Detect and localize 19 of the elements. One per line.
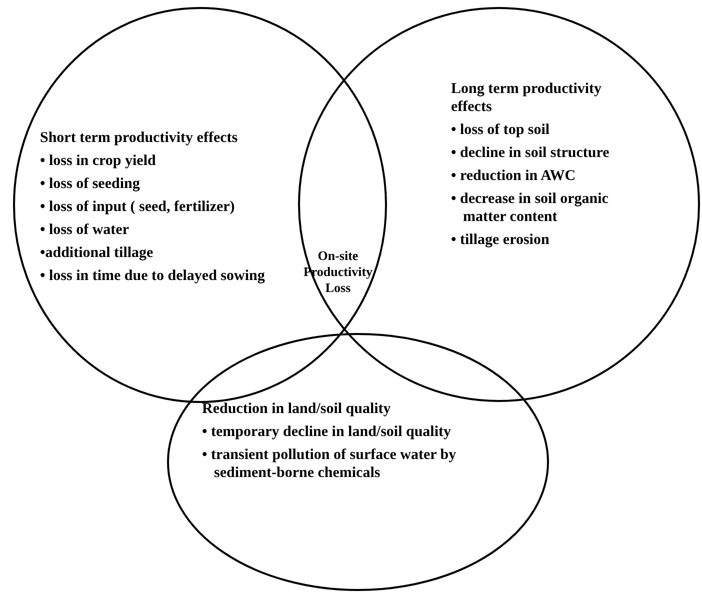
bullet-item: • loss in crop yield — [40, 152, 157, 170]
venn-circle — [298, 7, 700, 402]
bullet-item: • temporary decline in land/soil quality — [202, 423, 452, 441]
circle-heading: Reduction in land/soil quality — [202, 400, 392, 418]
bullet-item: • transient pollution of surface water by sediment-borne chemicals — [202, 446, 458, 482]
bullet-item: • loss of input ( seed, fertilizer) — [40, 198, 236, 216]
circle-heading: Short term productivity effects — [40, 129, 239, 147]
bullet-item: • loss of seeding — [40, 175, 141, 193]
venn-circle — [13, 7, 387, 403]
venn-circle — [167, 333, 549, 591]
bullet-item: • loss of water — [40, 221, 130, 239]
bullet-item: • loss in time due to delayed sowing — [40, 267, 266, 285]
bullet-item: • loss of top soil — [451, 121, 551, 139]
bullet-item: • tillage erosion — [451, 231, 550, 249]
circle-heading: Long term productivity effects — [451, 80, 603, 116]
bullet-item: • decline in soil structure — [451, 144, 610, 162]
bullet-item: • decrease in soil organic matter content — [451, 190, 610, 226]
bullet-item: • reduction in AWC — [451, 167, 577, 185]
bullet-item: •additional tillage — [40, 244, 154, 262]
